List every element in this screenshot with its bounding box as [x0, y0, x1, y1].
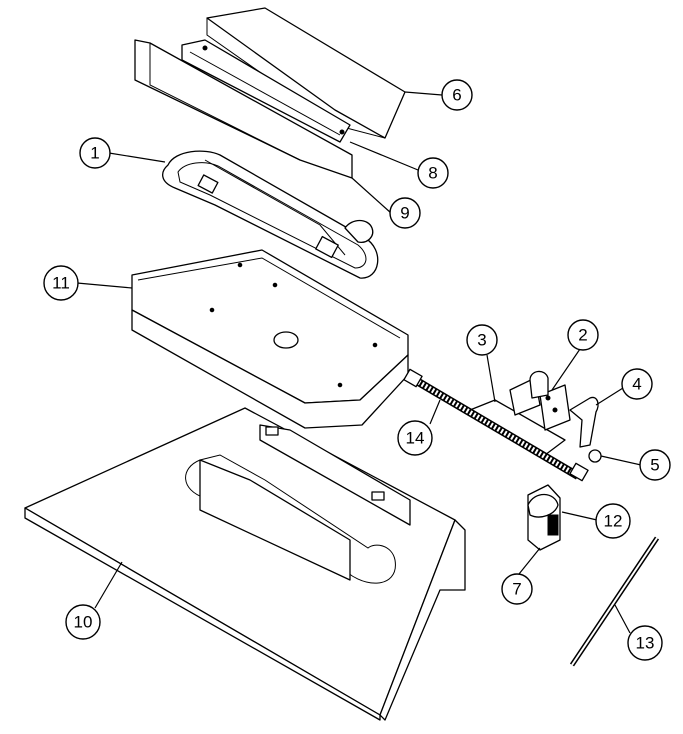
callout-11: 11: [43, 265, 79, 301]
callout-14: 14: [397, 420, 433, 456]
leader-4: [595, 387, 624, 406]
callout-label: 10: [74, 613, 93, 632]
callout-13: 13: [627, 625, 663, 661]
callout-label: 8: [428, 164, 437, 183]
callout-1: 1: [79, 137, 111, 169]
callout-label: 2: [578, 326, 587, 345]
part-gas-line: [403, 368, 589, 482]
callout-label: 11: [52, 274, 70, 293]
callout-2: 2: [567, 319, 599, 351]
callout-6: 6: [441, 79, 473, 111]
part-valve-assembly: [469, 370, 602, 463]
leader-10: [94, 561, 123, 609]
leader-8: [349, 141, 419, 171]
leader-9: [351, 177, 392, 214]
leader-lines: [76, 91, 642, 634]
part-igniter-bracket: [527, 484, 561, 551]
callout-label: 9: [400, 204, 409, 223]
callout-label: 12: [604, 512, 623, 531]
callout-5: 5: [639, 449, 671, 481]
callout-label: 7: [512, 580, 521, 599]
leader-1: [108, 152, 166, 163]
callout-7: 7: [501, 573, 533, 605]
callout-10: 10: [65, 604, 101, 640]
callout-label: 4: [632, 375, 641, 394]
callout-label: 1: [90, 144, 99, 163]
leader-3: [486, 354, 496, 403]
callout-label: 6: [452, 86, 461, 105]
callout-label: 5: [650, 456, 659, 475]
callout-label: 3: [477, 331, 486, 350]
callout-label: 13: [636, 634, 655, 653]
callout-label: 14: [406, 429, 425, 448]
leader-5: [600, 455, 642, 466]
callout-12: 12: [595, 503, 631, 539]
callout-9: 9: [389, 197, 421, 229]
leader-2: [551, 348, 581, 391]
part-burner: [162, 150, 379, 279]
callout-8: 8: [417, 157, 449, 189]
part-inner-channel: [181, 39, 351, 143]
leader-12: [561, 511, 598, 521]
leader-14: [429, 399, 441, 425]
part-rod: [569, 536, 660, 667]
callout-4: 4: [621, 368, 653, 400]
part-base-plate: [24, 407, 466, 721]
leader-11: [76, 282, 133, 289]
leader-6: [404, 91, 443, 96]
leader-13: [614, 604, 631, 634]
callout-3: 3: [466, 324, 498, 356]
leader-7: [518, 547, 541, 575]
